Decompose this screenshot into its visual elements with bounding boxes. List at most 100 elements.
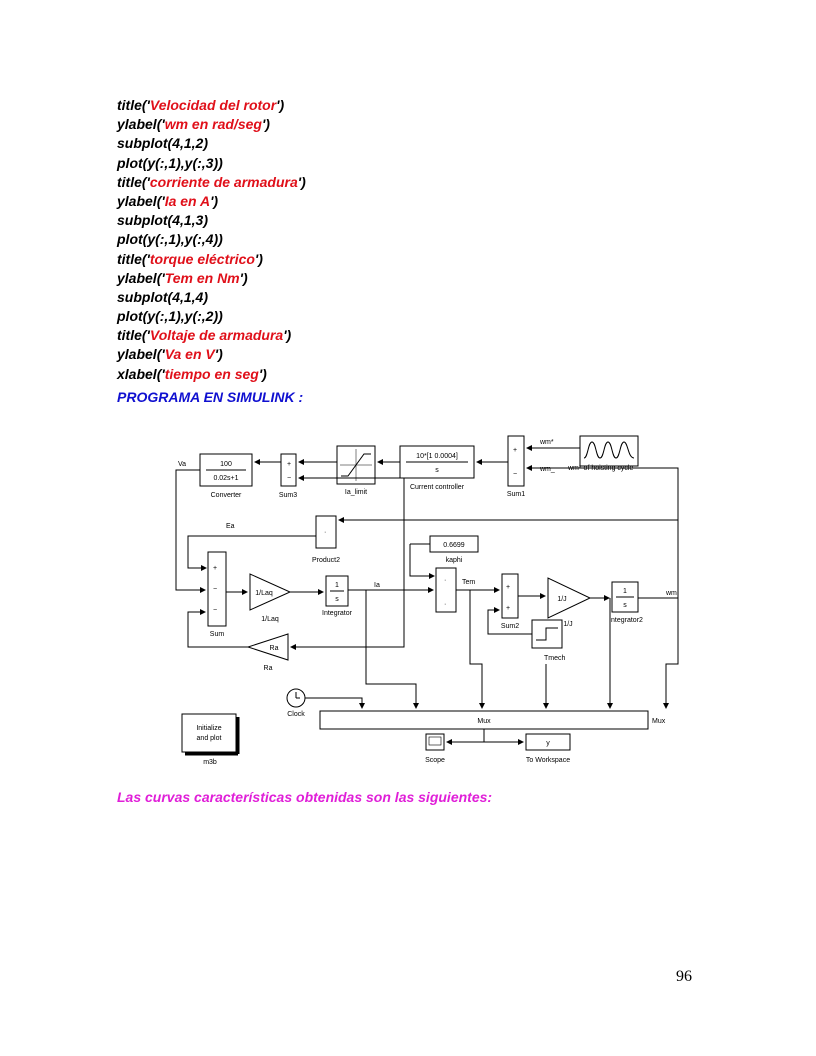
code-string: Velocidad del rotor: [149, 97, 277, 113]
code-text: '): [297, 173, 306, 190]
code-text: '): [261, 116, 270, 133]
initialize-and-plot-block: [181, 713, 237, 753]
code-line: subplot(4,1,4): [117, 288, 306, 307]
sum-minus-2: −: [213, 607, 217, 614]
ra-gain-text: Ra: [270, 645, 279, 652]
to-workspace-block: [525, 733, 571, 751]
integrator-num: 1: [335, 582, 339, 589]
code-text: '): [258, 365, 267, 382]
clock-label: Clock: [287, 711, 305, 718]
page-number: 96: [676, 968, 692, 985]
code-line: ylabel('Va en V'): [117, 345, 306, 364]
code-text: plot(y(:,1),y(:,2)): [117, 308, 223, 325]
code-text: title(': [117, 327, 150, 344]
product2-dot: ·: [324, 529, 326, 536]
simulink-diagram-svg: 100 0.02s+1 Converter Va + − Sum3 Ia_lim…: [175, 435, 679, 766]
product2-label: Product2: [312, 557, 340, 564]
product-dot-1: ·: [444, 577, 446, 584]
to-workspace-label: To Workspace: [526, 757, 570, 764]
kaphi-value: 0.6699: [443, 542, 465, 549]
code-text: '): [276, 97, 285, 113]
j-gain-text: 1/J: [557, 596, 566, 603]
code-text: subplot(4,1,3): [117, 212, 209, 229]
kaphi-label: kaphi: [446, 557, 463, 564]
code-line: xlabel('tiempo en seg'): [117, 365, 306, 384]
integrator-den: s: [335, 596, 339, 603]
code-string: Va en V: [164, 346, 215, 363]
code-line: plot(y(:,1),y(:,2)): [117, 307, 306, 326]
code-line: title('Voltaje de armadura'): [117, 326, 306, 345]
converter-num: 100: [220, 461, 232, 468]
code-line: title('torque eléctrico'): [117, 250, 306, 269]
sum3-minus: −: [287, 475, 291, 482]
sum1-label: Sum1: [507, 491, 525, 498]
code-line: plot(y(:,1),y(:,4)): [117, 230, 306, 249]
code-text: ylabel(': [117, 116, 165, 133]
current-controller-label: Current controller: [410, 484, 465, 491]
ra-gain-block: [246, 633, 289, 661]
code-line: subplot(4,1,2): [117, 134, 306, 153]
va-label: Va: [178, 461, 186, 468]
code-string: wm en rad/seg: [164, 116, 262, 133]
ia-limit-label: Ia_limit: [345, 489, 367, 496]
sum1-plus: +: [513, 447, 517, 454]
code-text: xlabel(': [117, 365, 165, 382]
sum2-plus-1: +: [506, 584, 510, 591]
controller-den: s: [435, 467, 439, 474]
init-line2: and plot: [197, 735, 222, 742]
code-line: ylabel('wm en rad/seg'): [117, 115, 306, 134]
code-line: title('corriente de armadura'): [117, 173, 306, 192]
ea-label: Ea: [226, 523, 235, 530]
tmech-block: [531, 619, 563, 649]
code-string: Ia en A: [164, 192, 211, 209]
matlab-code-block: title('Velocidad del rotor')ylabel('wm e…: [117, 96, 306, 384]
code-string: Voltaje de armadura: [149, 327, 284, 344]
controller-num: 10*[1 0.0004]: [416, 453, 458, 460]
laq-gain-block: [249, 573, 292, 611]
wm-star-label: wm*: [539, 439, 554, 446]
code-text: title(': [117, 250, 150, 267]
init-line1: Initialize: [196, 725, 221, 732]
sum3-block: [280, 453, 297, 487]
sum-label: Sum: [210, 631, 225, 638]
code-text: title(': [117, 97, 150, 113]
section-heading: PROGRAMA EN SIMULINK :: [117, 389, 304, 405]
code-line: ylabel('Ia en A'): [117, 192, 306, 211]
m3b-label: m3b: [203, 759, 217, 766]
integrator2-den: s: [623, 602, 627, 609]
code-line: plot(y(:,1),y(:,3)): [117, 154, 306, 173]
code-text: subplot(4,1,2): [117, 135, 209, 152]
laq-gain-text: 1/Laq: [255, 590, 273, 597]
code-string: torque eléctrico: [149, 250, 255, 267]
product-dot-2: ·: [444, 601, 446, 608]
code-text: '): [210, 192, 219, 209]
tem-label: Tem: [462, 579, 475, 586]
code-text: ylabel(': [117, 269, 165, 286]
hoisting-cycle-block: [579, 435, 639, 467]
scope-label: Scope: [425, 757, 445, 764]
converter-label: Converter: [211, 492, 242, 499]
wm-under-label: wm_: [539, 466, 555, 473]
code-text: subplot(4,1,4): [117, 288, 209, 305]
integrator-label: Integrator: [322, 610, 353, 617]
simulink-diagram: 100 0.02s+1 Converter Va + − Sum3 Ia_lim…: [166, 424, 692, 772]
wm-label: wm: [665, 590, 677, 597]
sum3-plus: +: [287, 461, 291, 468]
sum-plus: +: [213, 565, 217, 572]
sum2-plus-2: +: [506, 605, 510, 612]
caption: Las curvas características obtenidas son…: [117, 789, 493, 805]
code-text: ylabel(': [117, 346, 165, 363]
ra-label: Ra: [264, 665, 273, 672]
sum1-block: [507, 435, 525, 487]
code-line: title('Velocidad del rotor'): [117, 96, 306, 115]
sum2-label: Sum2: [501, 623, 519, 630]
j-gain-block: [547, 577, 592, 619]
code-text: '): [283, 327, 292, 344]
ia-label: Ia: [374, 582, 380, 589]
tmech-label: Tmech: [544, 655, 566, 662]
code-text: '): [214, 346, 223, 363]
sum-minus-1: −: [213, 586, 217, 593]
mux-label: Mux: [652, 718, 666, 725]
code-string: tiempo en seg: [164, 365, 259, 382]
code-string: corriente de armadura: [149, 173, 298, 190]
